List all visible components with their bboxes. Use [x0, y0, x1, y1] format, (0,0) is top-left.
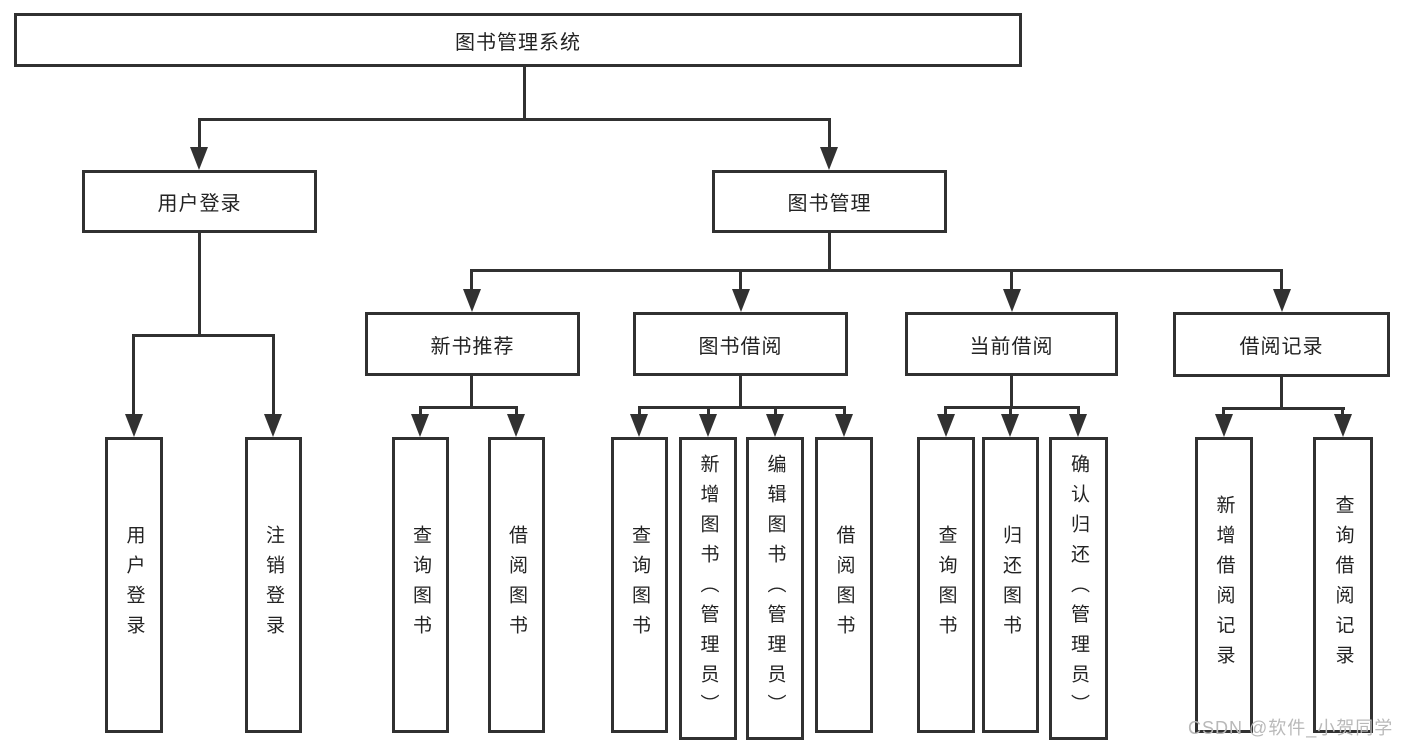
- connector: [843, 406, 846, 416]
- node-book-borrowing-label: 图书借阅: [698, 335, 783, 358]
- leaf-edit-books-admin-label: 编辑图书（管理员）: [764, 453, 786, 724]
- node-book-management: 图书管理: [712, 170, 947, 233]
- node-library-system-label: 图书管理系统: [455, 31, 581, 54]
- arrow-down-icon: [820, 147, 838, 170]
- arrow-down-icon: [835, 414, 853, 437]
- arrow-down-icon: [1003, 289, 1021, 312]
- leaf-borrow-books-label: 借阅图书: [833, 525, 855, 645]
- connector: [1077, 406, 1080, 416]
- arrow-down-icon: [507, 414, 525, 437]
- node-book-management-label: 图书管理: [787, 193, 872, 215]
- leaf-query-books-current-label: 查询图书: [935, 525, 957, 645]
- leaf-query-borrow-record: 查询借阅记录: [1313, 437, 1373, 733]
- leaf-user-login: 用户登录: [105, 437, 163, 733]
- arrow-down-icon: [264, 414, 282, 437]
- connector: [132, 334, 135, 415]
- leaf-confirm-return-admin-label: 确认归还（管理员）: [1068, 453, 1089, 724]
- connector: [1280, 269, 1283, 289]
- leaf-add-books-admin: 新增图书（管理员）: [679, 437, 737, 740]
- connector: [198, 118, 201, 148]
- leaf-user-login-label: 用户登录: [123, 525, 145, 645]
- connector: [523, 67, 526, 119]
- connector: [419, 406, 422, 416]
- arrow-down-icon: [699, 414, 717, 437]
- node-user-login-label: 用户登录: [157, 193, 242, 215]
- arrow-down-icon: [411, 414, 429, 437]
- connector: [515, 406, 518, 416]
- connector: [828, 233, 831, 272]
- leaf-borrow-books-recommend: 借阅图书: [488, 437, 545, 733]
- leaf-borrow-books: 借阅图书: [815, 437, 873, 733]
- csdn-watermark: CSDN @软件_小贺同学: [1188, 718, 1394, 738]
- leaf-query-books-recommend: 查询图书: [392, 437, 449, 733]
- leaf-query-books-current: 查询图书: [917, 437, 975, 733]
- leaf-query-books-borrow-label: 查询图书: [629, 525, 650, 645]
- leaf-add-books-admin-label: 新增图书（管理员）: [697, 453, 719, 724]
- connector: [132, 334, 275, 337]
- arrow-down-icon: [1273, 289, 1291, 312]
- connector: [198, 118, 831, 121]
- connector: [470, 376, 473, 406]
- node-library-system: 图书管理系统: [14, 13, 1022, 67]
- connector: [1341, 407, 1344, 416]
- connector: [272, 334, 275, 415]
- connector: [739, 269, 742, 289]
- leaf-return-books: 归还图书: [982, 437, 1039, 733]
- connector: [470, 269, 1283, 272]
- leaf-query-borrow-record-label: 查询借阅记录: [1332, 495, 1354, 675]
- node-borrowing-records: 借阅记录: [1173, 312, 1390, 377]
- leaf-borrow-books-recommend-label: 借阅图书: [506, 525, 527, 645]
- connector: [419, 406, 518, 409]
- leaf-logout-login: 注销登录: [245, 437, 302, 733]
- arrow-down-icon: [1001, 414, 1019, 437]
- connector: [638, 406, 641, 416]
- arrow-down-icon: [732, 289, 750, 312]
- connector: [1222, 407, 1345, 410]
- arrow-down-icon: [630, 414, 648, 437]
- arrow-down-icon: [463, 289, 481, 312]
- leaf-add-borrow-record-label: 新增借阅记录: [1213, 495, 1235, 675]
- connector: [828, 118, 831, 148]
- connector: [1009, 406, 1012, 416]
- leaf-edit-books-admin: 编辑图书（管理员）: [746, 437, 804, 740]
- connector: [1010, 269, 1013, 289]
- leaf-return-books-label: 归还图书: [1000, 525, 1021, 645]
- leaf-query-books-borrow: 查询图书: [611, 437, 668, 733]
- connector: [944, 406, 1080, 409]
- arrow-down-icon: [937, 414, 955, 437]
- arrow-down-icon: [1069, 414, 1087, 437]
- node-borrowing-records-label: 借阅记录: [1239, 336, 1324, 358]
- connector: [1280, 377, 1283, 407]
- node-new-book-recommend: 新书推荐: [365, 312, 580, 376]
- leaf-confirm-return-admin: 确认归还（管理员）: [1049, 437, 1108, 740]
- connector: [1222, 407, 1225, 416]
- arrow-down-icon: [766, 414, 784, 437]
- node-current-borrowing-label: 当前借阅: [969, 335, 1054, 358]
- connector: [1010, 376, 1013, 406]
- connector: [198, 233, 201, 334]
- connector: [470, 269, 473, 289]
- arrow-down-icon: [125, 414, 143, 437]
- leaf-query-books-recommend-label: 查询图书: [410, 525, 431, 645]
- leaf-add-borrow-record: 新增借阅记录: [1195, 437, 1253, 733]
- connector: [638, 406, 846, 409]
- leaf-logout-login-label: 注销登录: [263, 525, 284, 645]
- arrow-down-icon: [190, 147, 208, 170]
- connector: [774, 406, 777, 416]
- arrow-down-icon: [1334, 414, 1352, 437]
- connector: [707, 406, 710, 416]
- node-new-book-recommend-label: 新书推荐: [430, 335, 515, 358]
- node-book-borrowing: 图书借阅: [633, 312, 848, 376]
- connector: [739, 376, 742, 406]
- arrow-down-icon: [1215, 414, 1233, 437]
- node-user-login: 用户登录: [82, 170, 317, 233]
- node-current-borrowing: 当前借阅: [905, 312, 1118, 376]
- connector: [944, 406, 947, 416]
